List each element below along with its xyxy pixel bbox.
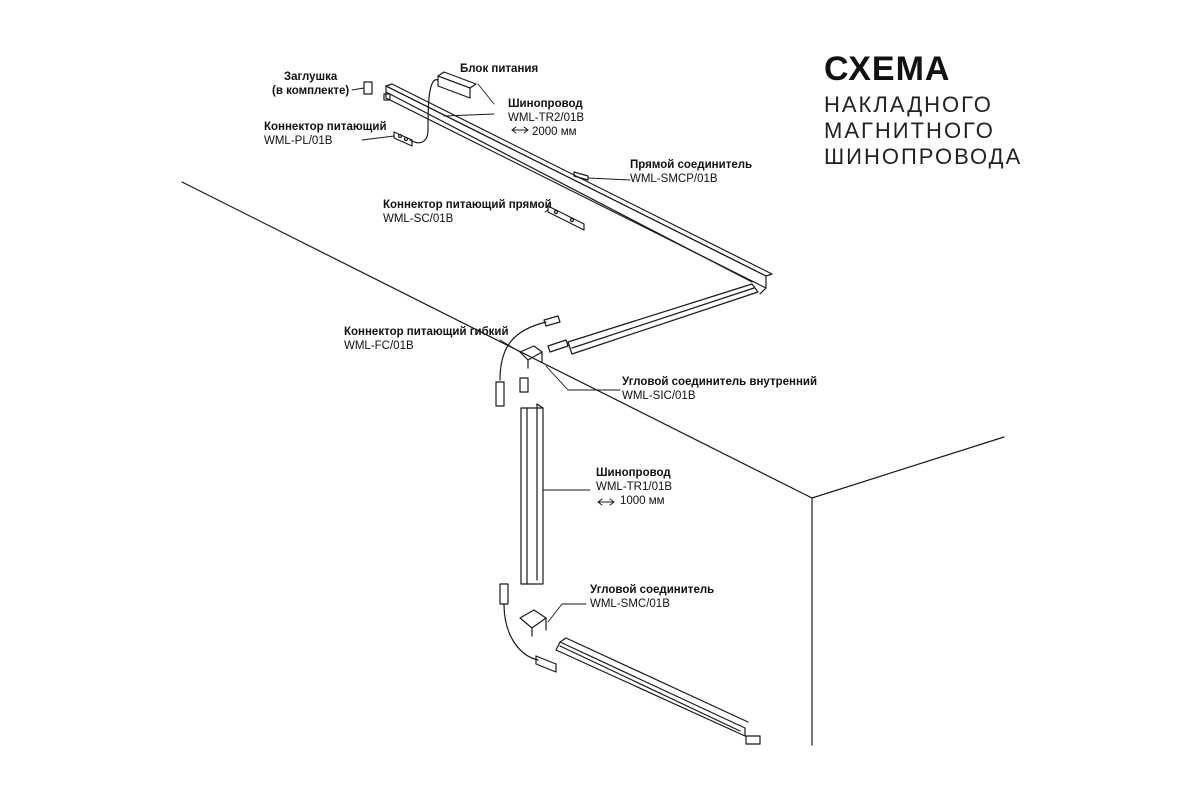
label-corner-joint-name: Угловой соединитель	[590, 584, 715, 596]
track-ceiling-return	[567, 283, 759, 355]
power-supply	[409, 71, 477, 144]
label-straight-power-connector: Коннектор питающий прямой WML-SC/01B	[383, 198, 552, 226]
track-2000	[385, 83, 773, 295]
label-inner-corner-name: Угловой соединитель внутренний	[622, 376, 818, 388]
label-track-2000-length: 2000 мм	[532, 126, 577, 138]
label-track-2000-code: WML-TR2/01B	[508, 112, 585, 124]
end-cap-bottom	[745, 735, 761, 745]
diagram-subtitle-line2: МАГНИТНОГО	[824, 118, 995, 143]
label-straight-power-connector-name: Коннектор питающий прямой	[383, 199, 552, 211]
label-corner-joint-code: WML-SMC/01B	[590, 598, 670, 610]
diagram-title: СХЕМА	[824, 50, 951, 88]
label-power-connector-code: WML-PL/01B	[264, 135, 333, 147]
label-inner-corner-code: WML-SIC/01B	[622, 390, 696, 402]
label-track-1000-name: Шинопровод	[596, 467, 671, 479]
label-track-2000-name: Шинопровод	[508, 98, 583, 110]
label-endcap-code: (в комплекте)	[272, 85, 350, 97]
label-power-supply: Блок питания	[460, 62, 538, 76]
label-track-1000: Шинопровод WML-TR1/01B 1000 мм	[596, 466, 672, 508]
double-arrow-icon	[597, 498, 615, 506]
diagram-subtitle-line1: НАКЛАДНОГО	[824, 92, 993, 117]
double-arrow-icon	[511, 126, 529, 134]
track-1000	[520, 403, 544, 585]
label-power-connector-name: Коннектор питающий	[264, 121, 387, 133]
label-power-supply-name: Блок питания	[460, 63, 539, 75]
straight-joint	[573, 171, 589, 181]
label-flex-power-connector: Коннектор питающий гибкий WML-FC/01B	[344, 325, 509, 353]
label-endcap-name: Заглушка	[283, 71, 338, 83]
label-track-1000-length: 1000 мм	[620, 495, 665, 507]
label-power-connector: Коннектор питающий WML-PL/01B	[264, 120, 387, 148]
corner-joint	[499, 583, 557, 673]
flex-power-cable	[495, 321, 547, 407]
straight-power-connector	[547, 205, 585, 231]
label-straight-joint-code: WML-SMCP/01B	[630, 173, 718, 185]
label-corner-joint: Угловой соединитель WML-SMC/01B	[590, 583, 714, 611]
flex-connector-top	[543, 315, 561, 327]
label-straight-joint: Прямой соединитель WML-SMCP/01B	[630, 158, 752, 186]
label-straight-power-connector-code: WML-SC/01B	[383, 213, 454, 225]
label-straight-joint-name: Прямой соединитель	[630, 159, 753, 171]
leader-lines	[351, 83, 631, 623]
track-bottom	[555, 637, 749, 737]
label-endcap: Заглушка (в комплекте)	[272, 70, 349, 98]
power-connector	[393, 131, 413, 147]
label-track-2000: Шинопровод WML-TR2/01B 2000 мм	[508, 97, 584, 139]
label-inner-corner: Угловой соединитель внутренний WML-SIC/0…	[622, 375, 817, 403]
label-track-1000-code: WML-TR1/01B	[596, 481, 673, 493]
diagram-subtitle-line3: ШИНОПРОВОДА	[824, 144, 1023, 169]
label-flex-power-connector-name: Коннектор питающий гибкий	[344, 326, 509, 338]
inner-corner-joint	[519, 339, 569, 369]
label-flex-power-connector-code: WML-FC/01B	[344, 340, 414, 352]
room-outline	[181, 181, 1005, 746]
